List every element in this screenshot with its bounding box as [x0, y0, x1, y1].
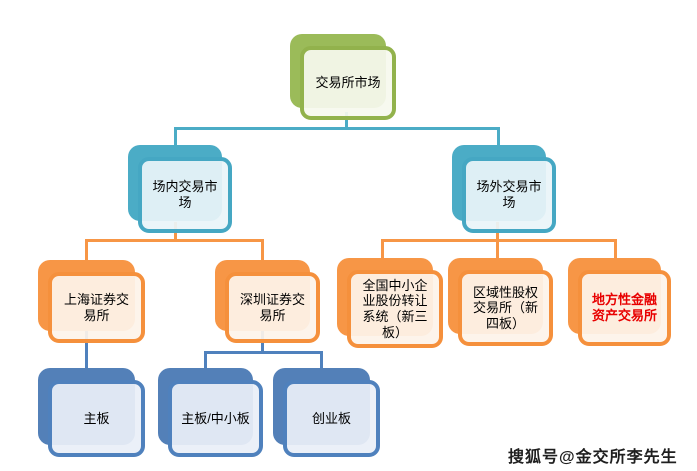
connector-drop-local — [614, 239, 617, 258]
node-label: 交易所市场 — [315, 75, 381, 91]
connector-floor-horizontal — [85, 239, 264, 242]
node-face: 主板/中小板 — [168, 380, 263, 457]
node-face: 区域性股权交易所（新四板） — [458, 270, 553, 346]
node-label: 创业板 — [311, 410, 351, 426]
node-label: 全国中小企业股份转让系统（新三板） — [362, 277, 428, 340]
node-floor-trading-market: 场内交易市场 — [128, 145, 232, 233]
node-shanghai-stock-exchange: 上海证券交易所 — [38, 260, 145, 343]
node-face: 场外交易市场 — [462, 157, 556, 233]
node-face: 创业板 — [283, 380, 380, 457]
node-face: 地方性金融资产交易所 — [578, 270, 671, 346]
node-label: 主板/中小板 — [181, 410, 250, 426]
connector-szse-horizontal — [204, 351, 323, 354]
connector-drop-sse — [85, 239, 88, 260]
node-chinext-board: 创业板 — [273, 368, 380, 457]
connector-drop-otc — [497, 127, 500, 147]
node-face: 上海证券交易所 — [48, 272, 145, 343]
connector-drop-smeboard — [204, 351, 207, 370]
node-local-financial-asset-exchange: 地方性金融资产交易所 — [568, 258, 671, 346]
node-face: 主板 — [48, 380, 145, 457]
connector-level2-horizontal — [174, 127, 500, 130]
node-face: 场内交易市场 — [138, 157, 232, 233]
node-face: 深圳证券交易所 — [225, 272, 320, 343]
node-regional-equity-exchange: 区域性股权交易所（新四板） — [448, 258, 553, 346]
node-label: 上海证券交易所 — [63, 291, 129, 323]
node-face: 全国中小企业股份转让系统（新三板） — [347, 270, 443, 348]
node-label: 地方性金融资产交易所 — [591, 292, 657, 323]
connector-drop-szse — [261, 239, 264, 260]
connector-drop-neeq — [381, 239, 384, 258]
connector-drop-floor — [174, 127, 177, 147]
node-label: 深圳证券交易所 — [239, 291, 305, 323]
connector-root-stub — [345, 112, 348, 128]
node-label: 场内交易市场 — [152, 179, 218, 210]
node-otc-trading-market: 场外交易市场 — [452, 145, 556, 233]
connector-otc-horizontal — [381, 239, 617, 242]
node-face: 交易所市场 — [300, 46, 396, 120]
node-exchange-market: 交易所市场 — [290, 34, 396, 120]
node-label: 主板 — [83, 410, 110, 426]
connector-sse-mainboard — [85, 330, 88, 371]
node-main-sme-board: 主板/中小板 — [158, 368, 263, 457]
node-label: 场外交易市场 — [476, 179, 542, 210]
node-label: 区域性股权交易所（新四板） — [472, 284, 538, 331]
watermark-text: 搜狐号@金交所李先生 — [508, 449, 678, 466]
node-main-board: 主板 — [38, 368, 145, 457]
node-shenzhen-stock-exchange: 深圳证券交易所 — [215, 260, 320, 343]
node-neeq-new-third-board: 全国中小企业股份转让系统（新三板） — [337, 258, 443, 348]
connector-drop-gem — [320, 351, 323, 370]
